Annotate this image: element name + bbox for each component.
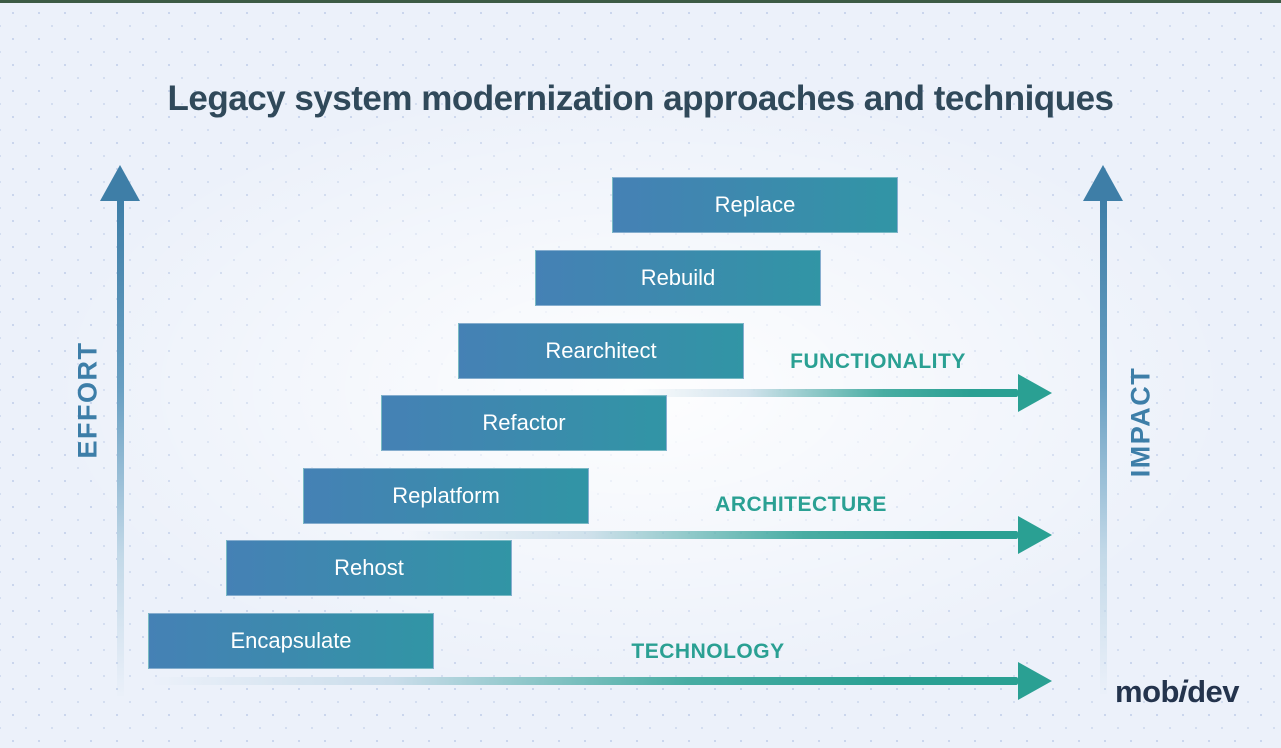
technology-arrow-shaft — [150, 677, 1018, 685]
bar-replatform: Replatform — [303, 468, 589, 524]
impact-axis-shaft — [1100, 198, 1107, 694]
effort-axis-arrowhead-icon — [100, 165, 140, 201]
bar-refactor: Refactor — [381, 395, 667, 451]
effort-axis-shaft — [117, 198, 124, 696]
impact-axis-label: IMPACT — [1125, 366, 1156, 478]
bar-rehost: Rehost — [226, 540, 512, 596]
functionality-arrowhead-icon — [1018, 374, 1052, 412]
bar-rebuild: Rebuild — [535, 250, 821, 306]
top-border-line — [0, 0, 1281, 3]
architecture-label: ARCHITECTURE — [715, 493, 887, 516]
bar-rearchitect: Rearchitect — [458, 323, 744, 379]
mobidev-logo: mobidev — [1115, 674, 1239, 710]
logo-suffix: dev — [1187, 674, 1239, 709]
bar-replace: Replace — [612, 177, 898, 233]
logo-prefix: mob — [1115, 674, 1179, 709]
bar-label: Refactor — [482, 410, 566, 435]
functionality-label: FUNCTIONALITY — [790, 350, 966, 373]
architecture-arrowhead-icon — [1018, 516, 1052, 554]
impact-axis-arrowhead-icon — [1083, 165, 1123, 201]
bar-label: Rehost — [334, 555, 404, 580]
diagram-title: Legacy system modernization approaches a… — [167, 79, 1115, 119]
functionality-arrow-shaft — [632, 389, 1018, 397]
architecture-arrow-shaft — [405, 531, 1018, 539]
bar-label: Rebuild — [640, 265, 716, 290]
bar-label: Replatform — [392, 483, 500, 508]
technology-arrowhead-icon — [1018, 662, 1052, 700]
bar-label: Encapsulate — [230, 628, 352, 653]
bar-label: Replace — [714, 192, 796, 217]
technology-label: TECHNOLOGY — [631, 640, 785, 663]
bar-label: Rearchitect — [545, 338, 657, 363]
effort-axis-label: EFFORT — [72, 341, 103, 459]
bar-encapsulate: Encapsulate — [148, 613, 434, 669]
